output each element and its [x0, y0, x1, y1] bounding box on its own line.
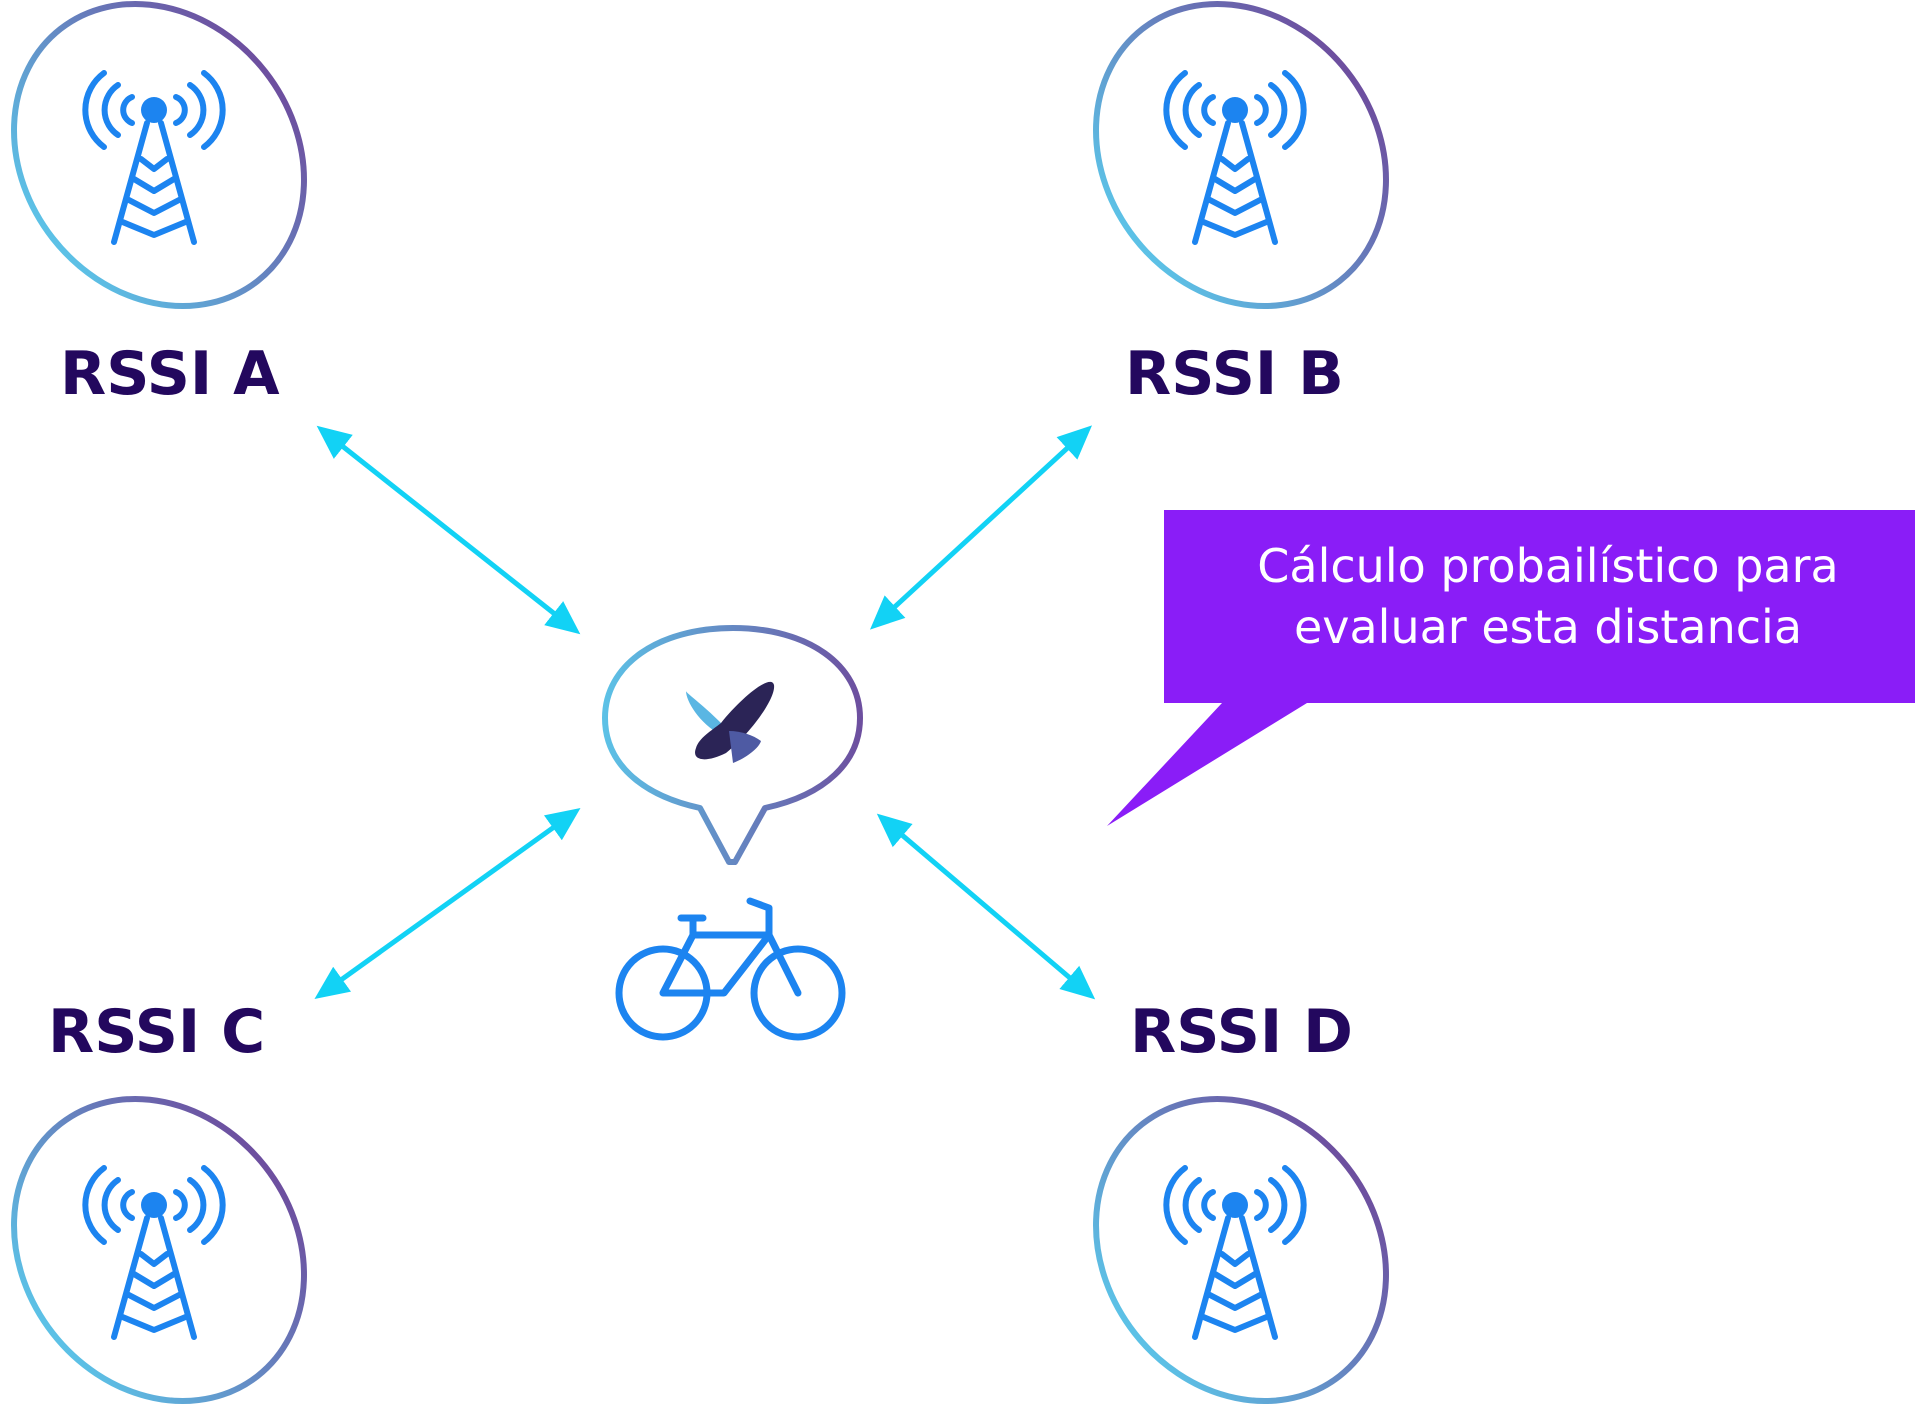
butterfly-logo-icon	[686, 681, 775, 763]
arrow-b	[869, 425, 1093, 630]
radio-tower-icon	[85, 73, 222, 242]
rssi-label-d: RSSI D	[1130, 997, 1353, 1067]
callout-bubble	[1107, 510, 1915, 826]
node-b: RSSI B	[1036, 0, 1446, 409]
node-b-outline	[1036, 0, 1446, 364]
arrow-d	[876, 813, 1096, 1000]
node-d: RSSI D	[1036, 997, 1446, 1405]
callout-line-2: evaluar esta distancia	[1294, 600, 1802, 654]
arrow-c	[314, 808, 581, 999]
map-pin-icon	[602, 625, 863, 865]
node-a: RSSI A	[0, 0, 364, 409]
callout: Cálculo probailístico para evaluar esta …	[1107, 510, 1915, 826]
rssi-label-a: RSSI A	[60, 339, 280, 409]
radio-tower-icon	[85, 1168, 222, 1337]
radio-tower-icon	[1166, 73, 1303, 242]
node-c: RSSI C	[0, 997, 364, 1405]
node-c-outline	[0, 1041, 364, 1405]
node-a-outline	[0, 0, 364, 364]
arrow-a	[316, 425, 581, 635]
bicycle-icon	[615, 897, 846, 1041]
radio-tower-icon	[1166, 1168, 1303, 1337]
rssi-label-b: RSSI B	[1125, 339, 1344, 409]
rssi-label-c: RSSI C	[48, 997, 265, 1067]
callout-line-1: Cálculo probailístico para	[1257, 539, 1838, 593]
